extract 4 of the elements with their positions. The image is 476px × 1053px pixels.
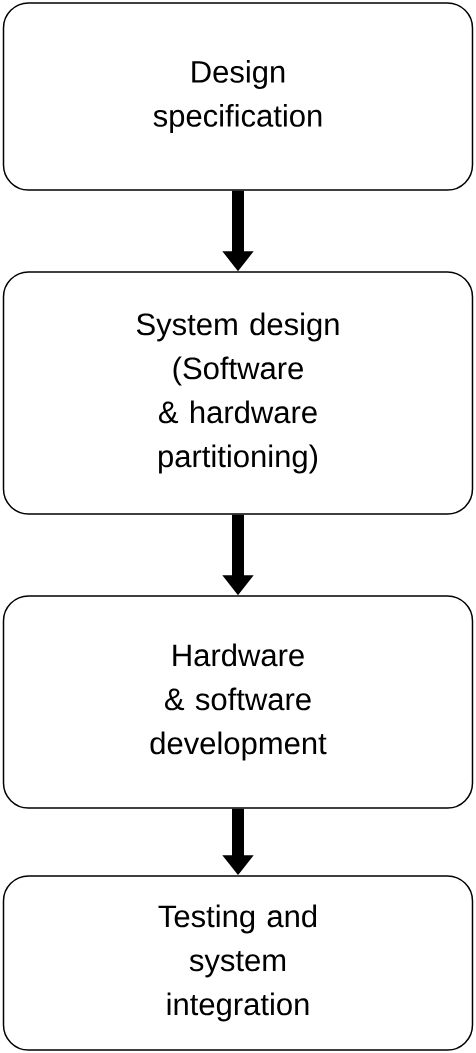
- process-box: System design (Software & hardware partitioning): [2, 271, 474, 515]
- process-box: Hardware & software development: [2, 595, 474, 809]
- process-box: Testing and system integration: [2, 875, 474, 1051]
- process-box: Design specification: [2, 2, 474, 191]
